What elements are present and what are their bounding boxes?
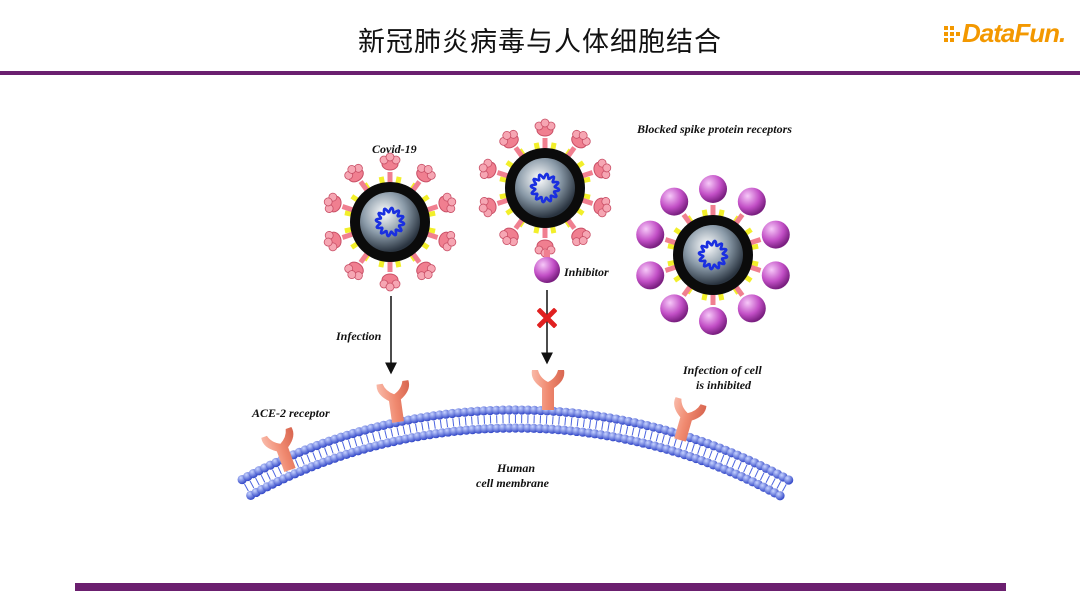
- spike-head: [379, 273, 401, 292]
- inhibitor-ball: [636, 220, 665, 249]
- logo-dots-icon: [944, 26, 960, 42]
- spike-head: [478, 158, 497, 179]
- virus-core: [360, 192, 420, 252]
- spike-head: [323, 192, 342, 213]
- ace2-receptor-right: [674, 397, 707, 442]
- viral-rna: [374, 206, 406, 238]
- lipid-bead-inner: [775, 491, 785, 501]
- label-membrane-1: Human: [496, 461, 535, 475]
- virus-core: [683, 225, 743, 285]
- spike-head: [416, 163, 436, 183]
- spike-head: [499, 227, 519, 247]
- inhibitor-ball: [660, 294, 689, 323]
- ace2-receptors: [261, 370, 707, 473]
- spike-head: [534, 118, 556, 137]
- spike-head: [571, 227, 591, 247]
- footer-divider: [75, 583, 1006, 591]
- label-inhibitor: Inhibitor: [563, 265, 609, 279]
- label-membrane-2: cell membrane: [476, 476, 550, 490]
- virus-core: [515, 158, 575, 218]
- ace2-receptor-2: [376, 380, 410, 423]
- covid19-virus: [323, 152, 457, 292]
- cell-membrane: [237, 405, 794, 501]
- spike-head: [499, 129, 519, 149]
- label-infection: Infection: [335, 329, 382, 343]
- spike-head: [344, 261, 364, 281]
- inhibitor-ball: [699, 307, 727, 335]
- inhibitor-ball: [699, 175, 727, 203]
- spike-head: [593, 197, 612, 218]
- viral-rna: [697, 239, 729, 271]
- inhibitor-ball: [636, 261, 665, 290]
- inhibitor-molecule: [534, 250, 560, 283]
- lipid-bead-outer: [784, 475, 794, 485]
- title-divider: [0, 71, 1080, 75]
- label-blocked: Blocked spike protein receptors: [636, 122, 792, 136]
- slide-title: 新冠肺炎病毒与人体细胞结合: [358, 27, 722, 58]
- inhibitor-ball: [737, 187, 766, 216]
- label-covid: Covid-19: [372, 142, 417, 156]
- viral-rna: [529, 172, 561, 204]
- ace2-receptor-left: [261, 426, 296, 473]
- spike-head: [344, 163, 364, 183]
- spike-head: [379, 152, 401, 171]
- infection-diagram: Covid-19 Blocked spike protein receptors…: [237, 118, 794, 501]
- datafun-logo: DataFun.: [942, 18, 1070, 52]
- logo-text: DataFun.: [962, 18, 1066, 48]
- label-infection-inhibited-1: Infection of cell: [682, 363, 762, 377]
- virus-with-inhibitor: [478, 118, 612, 258]
- virus-blocked-receptors: [636, 175, 790, 335]
- spike-head: [438, 231, 457, 252]
- label-infection-inhibited-2: is inhibited: [696, 378, 752, 392]
- spike-head: [438, 192, 457, 213]
- lipid-bead-outer: [510, 405, 521, 415]
- spike-head: [571, 129, 591, 149]
- label-ace2: ACE-2 receptor: [251, 406, 330, 420]
- lipid-bead-outer: [504, 405, 514, 415]
- inhibitor-ball: [761, 220, 790, 249]
- inhibitor-ball: [660, 187, 689, 216]
- block-x-icon: [537, 308, 557, 328]
- spike-head: [323, 231, 342, 252]
- spike-head: [593, 158, 612, 179]
- inhibitor-ball: [761, 261, 790, 290]
- spike-head: [478, 197, 497, 218]
- spike-head: [416, 261, 436, 281]
- inhibitor-ball: [737, 294, 766, 323]
- ace2-receptor-3: [531, 370, 565, 410]
